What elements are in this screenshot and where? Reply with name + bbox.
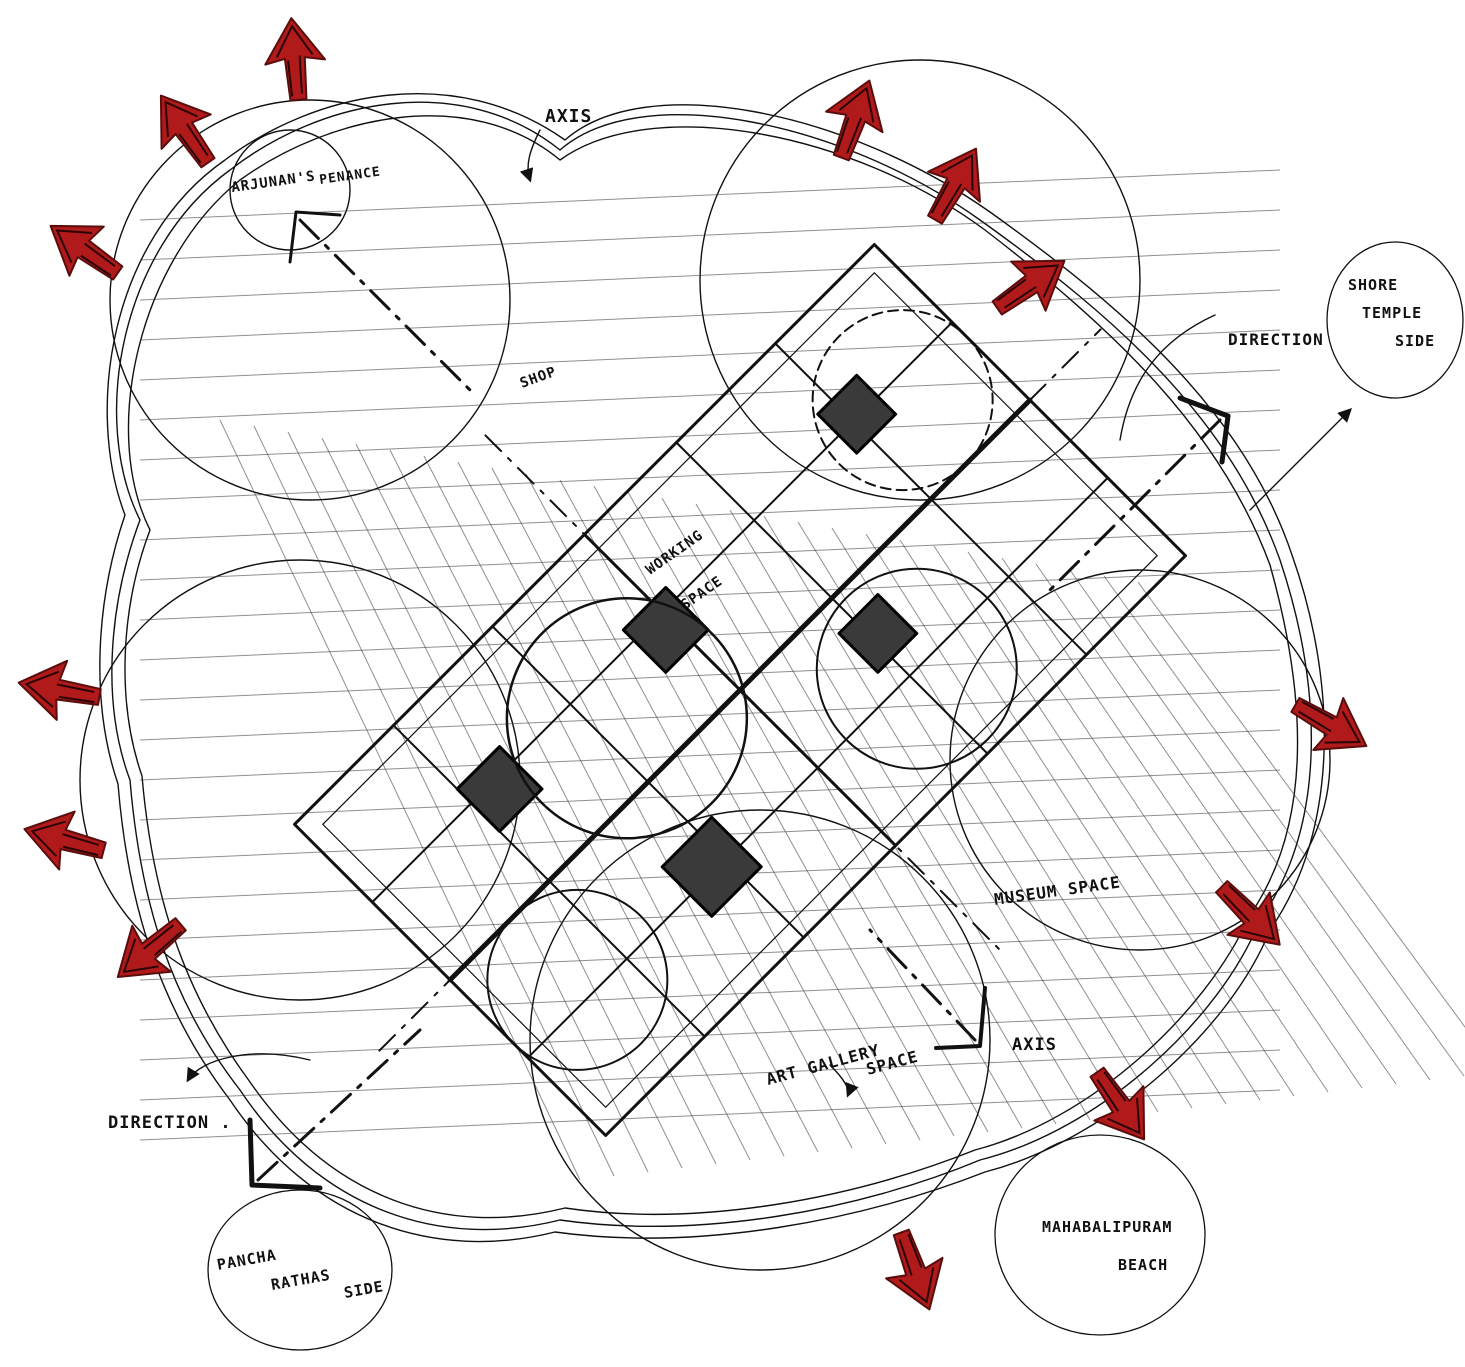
shore-temple-label-2: TEMPLE bbox=[1362, 304, 1422, 322]
axis-label-bottom: AXIS bbox=[1012, 1035, 1057, 1055]
axis-label-top: AXIS bbox=[545, 106, 592, 127]
pancha-rathas-label-1: PANCHA bbox=[216, 1246, 278, 1274]
leader-lines bbox=[186, 129, 1352, 1098]
shore-temple-label-1: SHORE bbox=[1348, 276, 1398, 294]
red-outward-arrow-icon bbox=[32, 200, 136, 299]
museum-space-label: MUSEUM SPACE bbox=[993, 872, 1122, 909]
red-outward-arrow-icon bbox=[872, 1221, 959, 1321]
red-outward-arrow-icon bbox=[1199, 864, 1302, 967]
annotations: AXIS ARJUNAN'S PENANCE SHOP WORKING SPAC… bbox=[108, 106, 1435, 1302]
shore-temple-label-3: SIDE bbox=[1395, 332, 1435, 350]
pancha-rathas-label-2: RATHAS bbox=[270, 1266, 332, 1294]
outer-site-boundary bbox=[79, 59, 1331, 1271]
direction-label-left: DIRECTION . bbox=[108, 1113, 232, 1133]
direction-arrow-right-icon bbox=[1048, 395, 1231, 592]
pancha-rathas-label-3: SIDE bbox=[343, 1277, 386, 1302]
mahabalipuram-label-1: MAHABALIPURAM bbox=[1042, 1218, 1172, 1236]
destination-circles bbox=[207, 241, 1464, 1351]
arjunas-penance-label-1: ARJUNAN'S bbox=[230, 168, 316, 196]
red-outward-arrow-icon bbox=[12, 652, 106, 728]
red-outward-arrow-icon bbox=[979, 235, 1083, 334]
rotated-plan-grid bbox=[293, 243, 1187, 1137]
direction-label-right: DIRECTION bbox=[1228, 330, 1324, 349]
red-outward-arrow-icon bbox=[15, 799, 113, 881]
mahabalipuram-label-2: BEACH bbox=[1118, 1256, 1168, 1274]
shop-label: SHOP bbox=[518, 364, 559, 392]
red-outward-arrow-icon bbox=[97, 900, 201, 1001]
hatch-lines bbox=[139, 169, 1465, 1181]
direction-arrow-left-icon bbox=[247, 1028, 422, 1191]
axis-arrow-bottom-icon bbox=[868, 928, 987, 1050]
axis-arrow-top-icon bbox=[288, 210, 472, 392]
red-outward-arrow-icon bbox=[260, 14, 330, 104]
